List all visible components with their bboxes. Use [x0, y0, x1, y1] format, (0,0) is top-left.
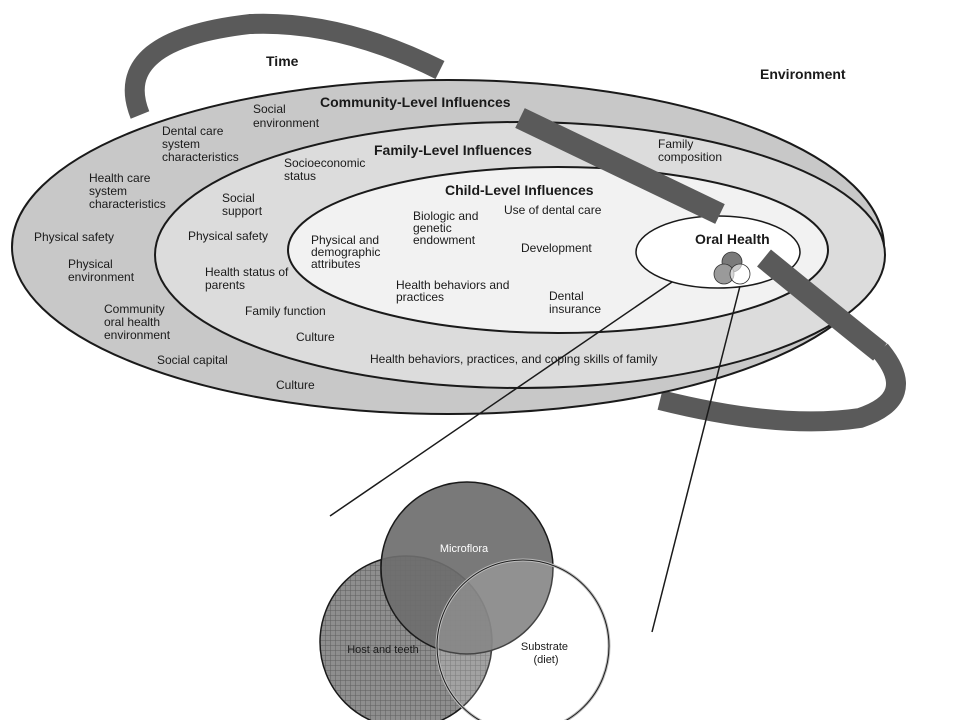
microflora-label: Microflora — [440, 543, 489, 555]
host-and-teeth-label: Host and teeth — [347, 644, 419, 656]
time-band-back-lower — [657, 343, 906, 432]
community-culture-label: Culture — [276, 378, 315, 392]
zoom-line-left — [329, 281, 673, 517]
environment-heading: Environment — [760, 66, 846, 82]
community-oral-health-label: Community oral health environment — [104, 302, 171, 342]
time-band-front-lower — [757, 249, 887, 361]
time-heading: Time — [266, 53, 299, 69]
family-culture-label: Culture — [296, 330, 335, 344]
time-band-front — [515, 108, 725, 224]
time-band-back — [124, 13, 445, 119]
physical-demographic-label: Physical and demographic attributes — [311, 233, 384, 271]
mini-venn — [713, 251, 751, 285]
development-label: Development — [521, 241, 592, 255]
health-behaviors-family-label: Health behaviors, practices, and coping … — [370, 352, 657, 366]
microflora-circle — [380, 481, 554, 655]
biologic-genetic-label: Biologic and genetic endowment — [413, 209, 482, 247]
health-behaviors-child-label: Health behaviors and practices — [396, 278, 513, 304]
social-environment-label: Social environment — [253, 102, 320, 130]
social-support-label: Social support — [222, 191, 263, 218]
community-physical-safety-label: Physical safety — [34, 230, 114, 244]
child-heading: Child-Level Influences — [445, 182, 594, 198]
social-capital-label: Social capital — [157, 353, 228, 367]
physical-environment-label: Physical environment — [68, 257, 135, 284]
oral-health-heading: Oral Health — [695, 231, 770, 247]
socioeconomic-status-label: Socioeconomic status — [284, 156, 369, 183]
family-composition-label: Family composition — [658, 137, 722, 164]
family-heading: Family-Level Influences — [374, 142, 532, 158]
family-physical-safety-label: Physical safety — [188, 229, 268, 243]
community-heading: Community-Level Influences — [320, 94, 511, 110]
dental-care-system-label: Dental care system characteristics — [162, 124, 239, 164]
health-status-parents-label: Health status of parents — [205, 265, 292, 292]
substrate-label: Substrate (diet) — [521, 641, 571, 666]
use-of-dental-care-label: Use of dental care — [504, 203, 602, 217]
venn-diagram: Microflora Host and teeth Substrate (die… — [319, 481, 611, 720]
health-care-system-label: Health care system characteristics — [89, 171, 166, 211]
zoom-line-right — [651, 285, 741, 633]
dental-insurance-label: Dental insurance — [549, 289, 601, 316]
family-function-label: Family function — [245, 304, 326, 318]
